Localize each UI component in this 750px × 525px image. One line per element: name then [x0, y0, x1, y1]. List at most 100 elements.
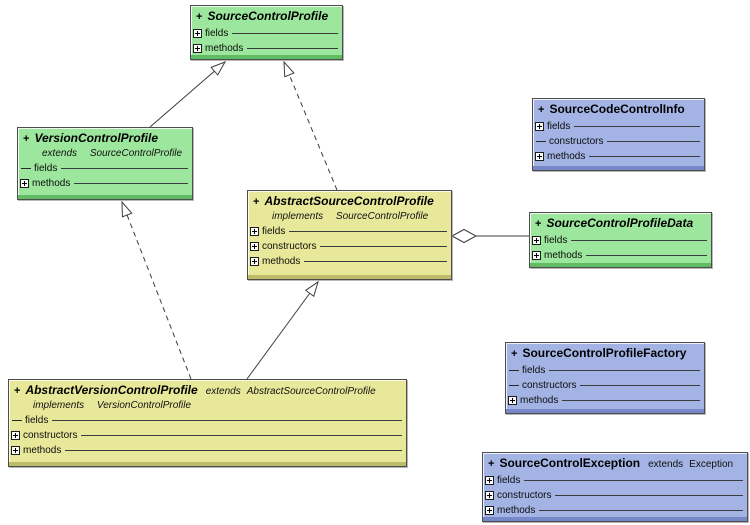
realization-arrow-abstractsource-to-sourcecontrolprofile[interactable]: [284, 62, 338, 191]
compartment-rule: [589, 156, 700, 157]
class-title: + AbstractSourceControlProfile: [248, 193, 451, 211]
compartment-methods[interactable]: methods: [533, 149, 704, 164]
compartment-rule: [524, 480, 743, 481]
compartment-methods[interactable]: methods: [9, 443, 406, 458]
compartment-label: constructors: [522, 380, 577, 391]
extends-keyword: extends: [648, 459, 684, 470]
compartment-fields[interactable]: fields: [530, 233, 711, 248]
compartment-rule: [247, 48, 338, 49]
compartment-fields[interactable]: fields: [191, 26, 342, 41]
compartment-fields[interactable]: fields: [248, 224, 451, 239]
plus-box-icon[interactable]: [485, 506, 494, 515]
plus-box-icon[interactable]: [11, 446, 20, 455]
class-name: VersionControlProfile: [34, 131, 159, 145]
compartment-rule: [74, 183, 188, 184]
box-bottom-strip: [191, 55, 342, 59]
compartment-methods[interactable]: methods: [18, 176, 192, 191]
extends-keyword: extends: [205, 386, 241, 397]
class-box-abstract-source-control-profile[interactable]: + AbstractSourceControlProfile implement…: [247, 190, 452, 280]
compartment-constructors[interactable]: constructors: [506, 378, 704, 393]
class-name: SourceControlProfileData: [546, 216, 694, 230]
compartment-fields[interactable]: fields: [533, 119, 704, 134]
compartment-label: fields: [522, 365, 546, 376]
compartment-rule: [320, 246, 447, 247]
class-box-source-control-profile-factory[interactable]: + SourceControlProfileFactory fields con…: [505, 342, 705, 414]
plus-box-icon[interactable]: [532, 236, 541, 245]
plus-box-icon[interactable]: [250, 242, 259, 251]
compartment-methods[interactable]: methods: [530, 248, 711, 263]
plus-box-icon[interactable]: [193, 44, 202, 53]
extends-clause: extends SourceControlProfile: [18, 148, 192, 161]
class-box-source-control-profile-data[interactable]: + SourceControlProfileData fields method…: [529, 212, 712, 268]
compartment-label: fields: [25, 415, 49, 426]
box-bottom-strip: [9, 462, 406, 466]
implements-clause: implements VersionControlProfile: [9, 400, 406, 413]
generalization-arrow-abstractversion-to-abstractsource[interactable]: [246, 282, 318, 380]
compartment-label: methods: [205, 43, 244, 54]
compartment-label: constructors: [23, 430, 78, 441]
class-name: SourceControlProfile: [207, 9, 329, 23]
visibility-marker: +: [253, 196, 260, 208]
plus-box-icon[interactable]: [20, 179, 29, 188]
compartment-constructors[interactable]: constructors: [248, 239, 451, 254]
plus-box-icon[interactable]: [250, 257, 259, 266]
compartment-label: fields: [547, 121, 571, 132]
implements-type: SourceControlProfile: [335, 211, 429, 222]
compartment-methods[interactable]: methods: [483, 503, 747, 518]
compartment-methods[interactable]: methods: [506, 393, 704, 408]
compartment-fields[interactable]: fields: [506, 363, 704, 378]
compartment-methods[interactable]: methods: [191, 41, 342, 56]
class-name: AbstractSourceControlProfile: [264, 194, 434, 208]
dash-icon: [536, 141, 546, 142]
compartment-rule: [562, 400, 700, 401]
implements-keyword: implements: [272, 211, 324, 222]
compartment-label: methods: [547, 151, 586, 162]
compartment-fields[interactable]: fields: [9, 413, 406, 428]
plus-box-icon[interactable]: [193, 29, 202, 38]
compartment-label: fields: [262, 226, 286, 237]
compartment-constructors[interactable]: constructors: [483, 488, 747, 503]
compartment-rule: [61, 168, 188, 169]
plus-box-icon[interactable]: [485, 491, 494, 500]
class-name: SourceControlProfileFactory: [522, 346, 687, 360]
extends-type: Exception: [689, 459, 734, 470]
compartment-constructors[interactable]: constructors: [533, 134, 704, 149]
compartment-rule: [81, 435, 402, 436]
compartment-label: constructors: [549, 136, 604, 147]
plus-box-icon[interactable]: [535, 122, 544, 131]
compartment-methods[interactable]: methods: [248, 254, 451, 269]
plus-box-icon[interactable]: [535, 152, 544, 161]
class-box-version-control-profile[interactable]: + VersionControlProfile extends SourceCo…: [17, 127, 193, 200]
compartment-rule: [555, 495, 743, 496]
compartment-rule: [232, 33, 338, 34]
plus-box-icon[interactable]: [250, 227, 259, 236]
compartment-constructors[interactable]: constructors: [9, 428, 406, 443]
class-box-source-control-profile[interactable]: + SourceControlProfile fields methods: [190, 5, 343, 60]
box-bottom-strip: [18, 195, 192, 199]
compartment-fields[interactable]: fields: [483, 473, 747, 488]
plus-box-icon[interactable]: [508, 396, 517, 405]
compartment-label: methods: [23, 445, 62, 456]
class-title: + SourceControlProfile: [191, 8, 342, 26]
visibility-marker: +: [511, 348, 518, 360]
class-title: + SourceControlProfileFactory: [506, 345, 704, 363]
implements-type: VersionControlProfile: [96, 400, 192, 411]
realization-arrow-abstractversion-to-versioncontrolprofile[interactable]: [122, 202, 192, 380]
compartment-label: methods: [520, 395, 559, 406]
compartment-rule: [65, 450, 402, 451]
plus-box-icon[interactable]: [11, 431, 20, 440]
compartment-label: constructors: [497, 490, 552, 501]
plus-box-icon[interactable]: [485, 476, 494, 485]
compartment-label: methods: [544, 250, 583, 261]
aggregation-diamond-icon[interactable]: [450, 228, 478, 244]
compartment-fields[interactable]: fields: [18, 161, 192, 176]
generalization-arrow-version-to-sourcecontrolprofile[interactable]: [149, 62, 225, 128]
visibility-marker: +: [23, 133, 30, 145]
compartment-label: fields: [34, 163, 58, 174]
plus-box-icon[interactable]: [532, 251, 541, 260]
class-box-source-code-control-info[interactable]: + SourceCodeControlInfo fields construct…: [532, 98, 705, 171]
